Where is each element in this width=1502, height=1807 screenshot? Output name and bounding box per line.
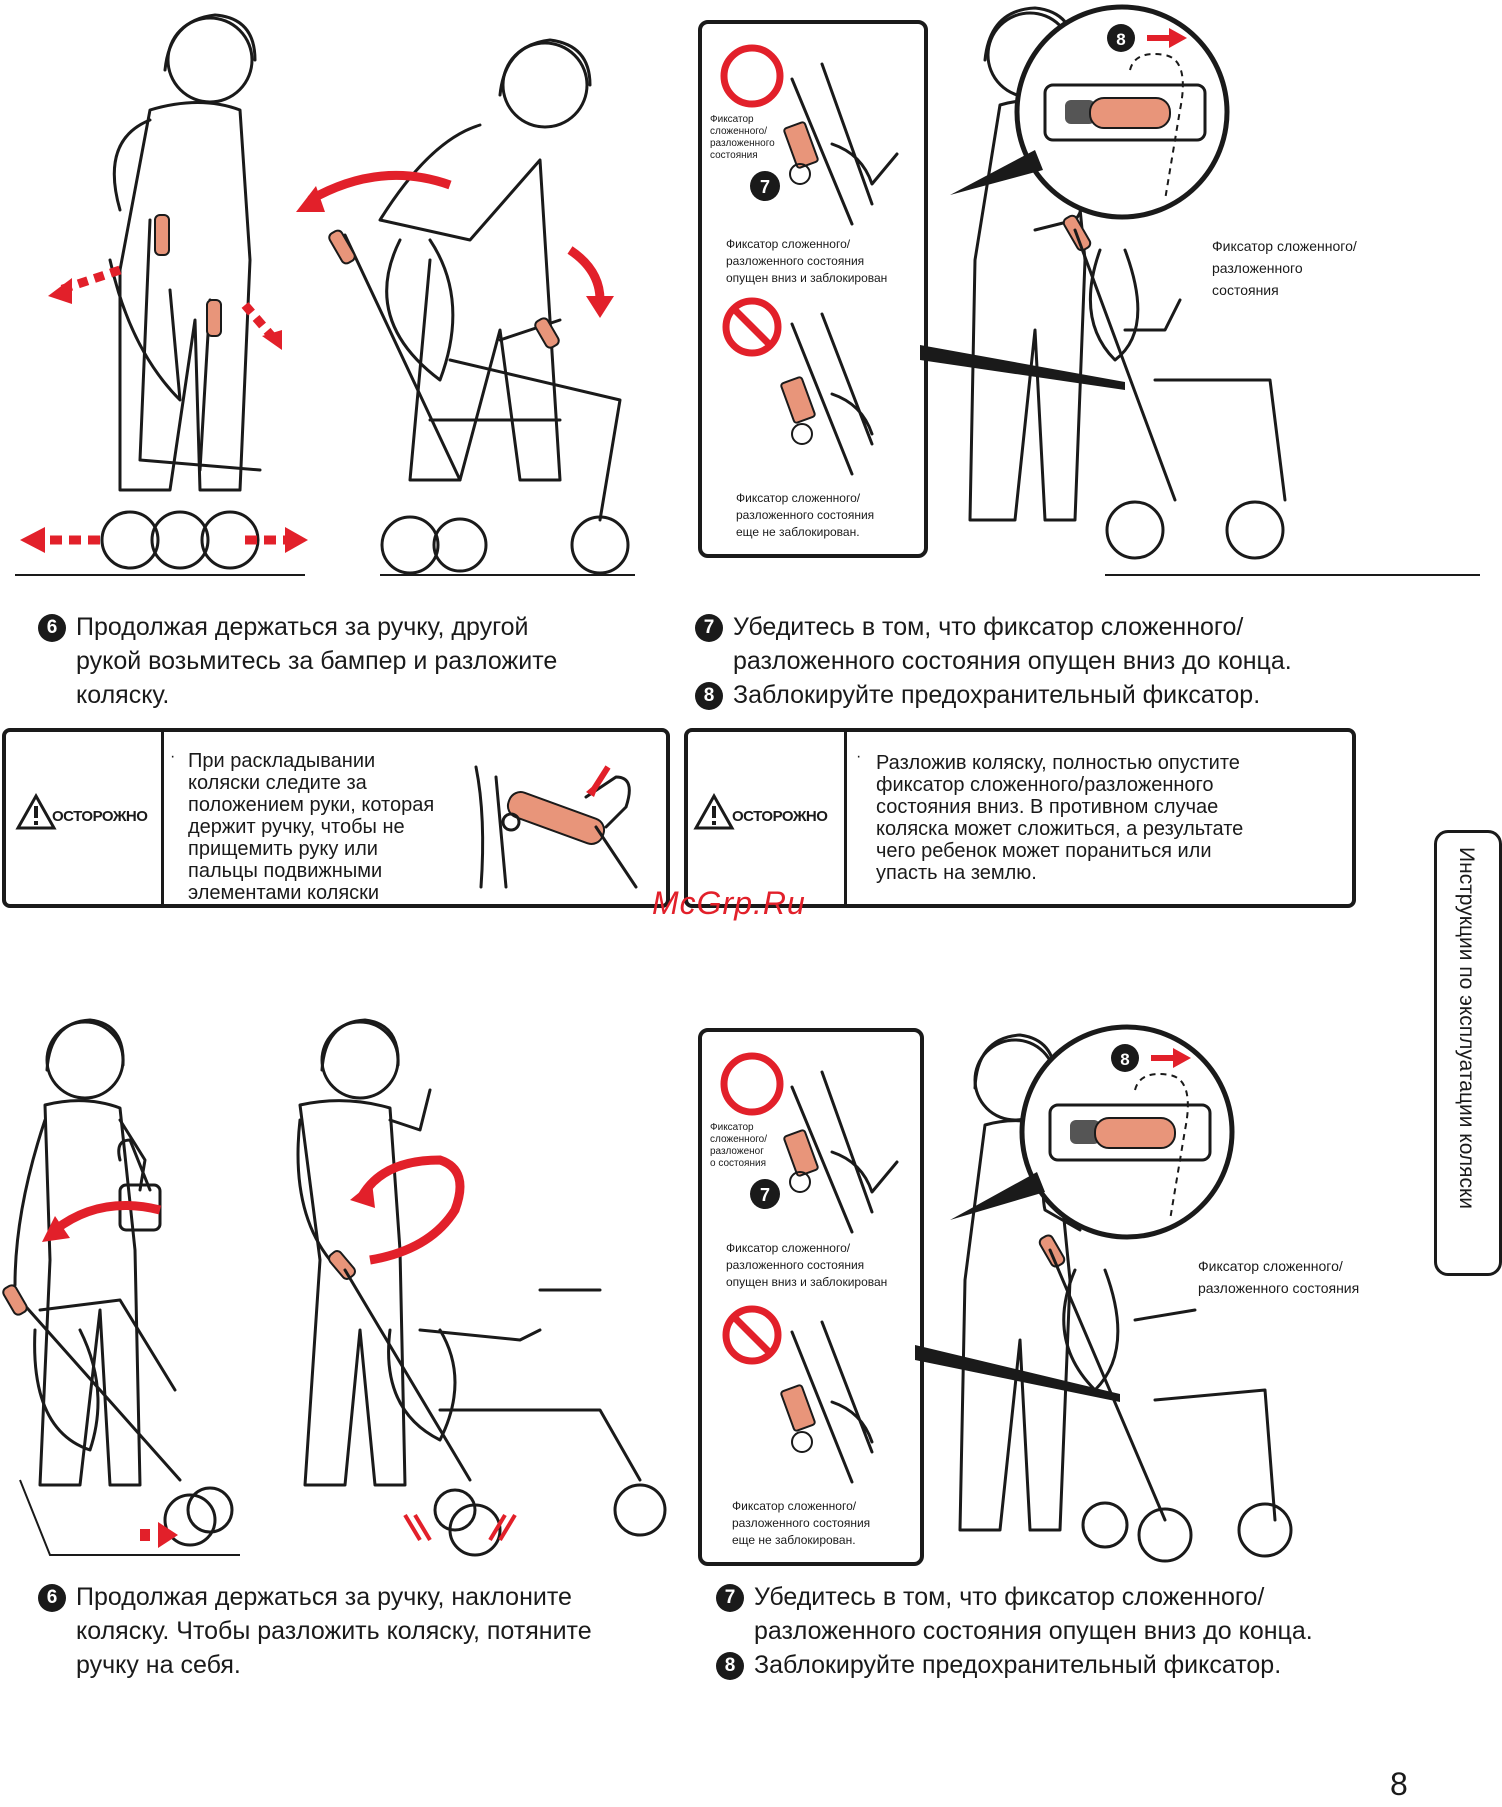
warning-text: Разложив коляску, полностью опустите фик… [876, 752, 1244, 884]
illustration-unfold-with-bumper [15, 13, 635, 576]
lock-not-ok-caption: Фиксатор сложенного/ разложенного состоя… [732, 1499, 871, 1547]
page-number: 8 [1390, 1766, 1408, 1802]
lock-check-panel-top: 7 Фиксатор сложенного/ разложенного сост… [698, 20, 928, 558]
bullet: · [170, 748, 176, 765]
step-text: Заблокируйте предохранительный фиксатор. [733, 681, 1261, 709]
illustration-handle-pinch [474, 765, 638, 889]
arrow-icon [1169, 28, 1187, 48]
step-text: Убедитесь в том, что фиксатор сложенного… [754, 1583, 1313, 1645]
bullet: · [856, 748, 862, 765]
ok-circle-icon [720, 44, 784, 108]
prohibited-icon [722, 1305, 782, 1365]
step-number: 6 [38, 1584, 66, 1612]
step-text: Продолжая держаться за ручку, другой рук… [76, 613, 558, 709]
step-text: Продолжая держаться за ручку, наклоните … [76, 1583, 592, 1679]
watermark: McGrp.Ru [652, 885, 806, 921]
warning-triangle-icon [693, 792, 735, 830]
step-number: 8 [695, 682, 723, 710]
svg-text:8: 8 [1116, 30, 1125, 49]
illustration-lock-check-bottom: 8 [915, 1024, 1293, 1563]
svg-text:7: 7 [760, 177, 770, 197]
illustration-unfold-by-tilting [2, 1018, 667, 1557]
badge-7-icon [750, 171, 780, 201]
illustration-lock-check-top: 8 [920, 4, 1480, 576]
lock-check-panel-bottom: 7 Фиксатор сложенного/ разложеног о сост… [698, 1028, 924, 1566]
warning-label: ОСТОРОЖНО [52, 808, 148, 825]
step-number: 7 [716, 1584, 744, 1612]
lock-label: Фиксатор сложенного/ разложенного состоя… [710, 114, 775, 161]
lock-label: Фиксатор сложенного/ разложеног о состоя… [710, 1122, 768, 1169]
arrow-icon [1173, 1048, 1191, 1068]
warning-box-right: ОСТОРОЖНО · Разложив коляску, полностью … [684, 728, 1356, 908]
step-text: Убедитесь в том, что фиксатор сложенного… [733, 613, 1292, 675]
lock-ok-caption: Фиксатор сложенного/ разложенного состоя… [726, 237, 888, 285]
lock-ok-caption: Фиксатор сложенного/ разложенного состоя… [726, 1241, 888, 1289]
step-number: 6 [38, 614, 66, 642]
lock-not-ok-caption: Фиксатор сложенного/ разложенного состоя… [736, 491, 875, 539]
warning-box-left: ОСТОРОЖНО · При раскладывании коляски сл… [2, 728, 670, 908]
step-number: 7 [695, 614, 723, 642]
badge-8-icon [1107, 24, 1135, 52]
warning-label: ОСТОРОЖНО [732, 808, 828, 825]
badge-8-icon [1111, 1044, 1139, 1072]
prohibited-icon [722, 297, 782, 357]
ok-circle-icon [720, 1052, 784, 1116]
badge-7-icon [750, 1179, 780, 1209]
lock-label-right: Фиксатор сложенного/ разложенного состоя… [1198, 1258, 1360, 1296]
side-tab-label: Инструкции по эксплуатации коляски [1455, 847, 1478, 1209]
step-text: Заблокируйте предохранительный фиксатор. [754, 1651, 1282, 1679]
lock-label-right: Фиксатор сложенного/ разложенного состоя… [1212, 238, 1357, 298]
warning-text: При раскладывании коляски следите за пол… [188, 750, 435, 904]
step-number: 8 [716, 1652, 744, 1680]
svg-text:8: 8 [1120, 1050, 1129, 1069]
svg-text:7: 7 [760, 1185, 770, 1205]
warning-triangle-icon [15, 792, 57, 830]
side-section-tab: Инструкции по эксплуатации коляски [1434, 830, 1502, 1276]
